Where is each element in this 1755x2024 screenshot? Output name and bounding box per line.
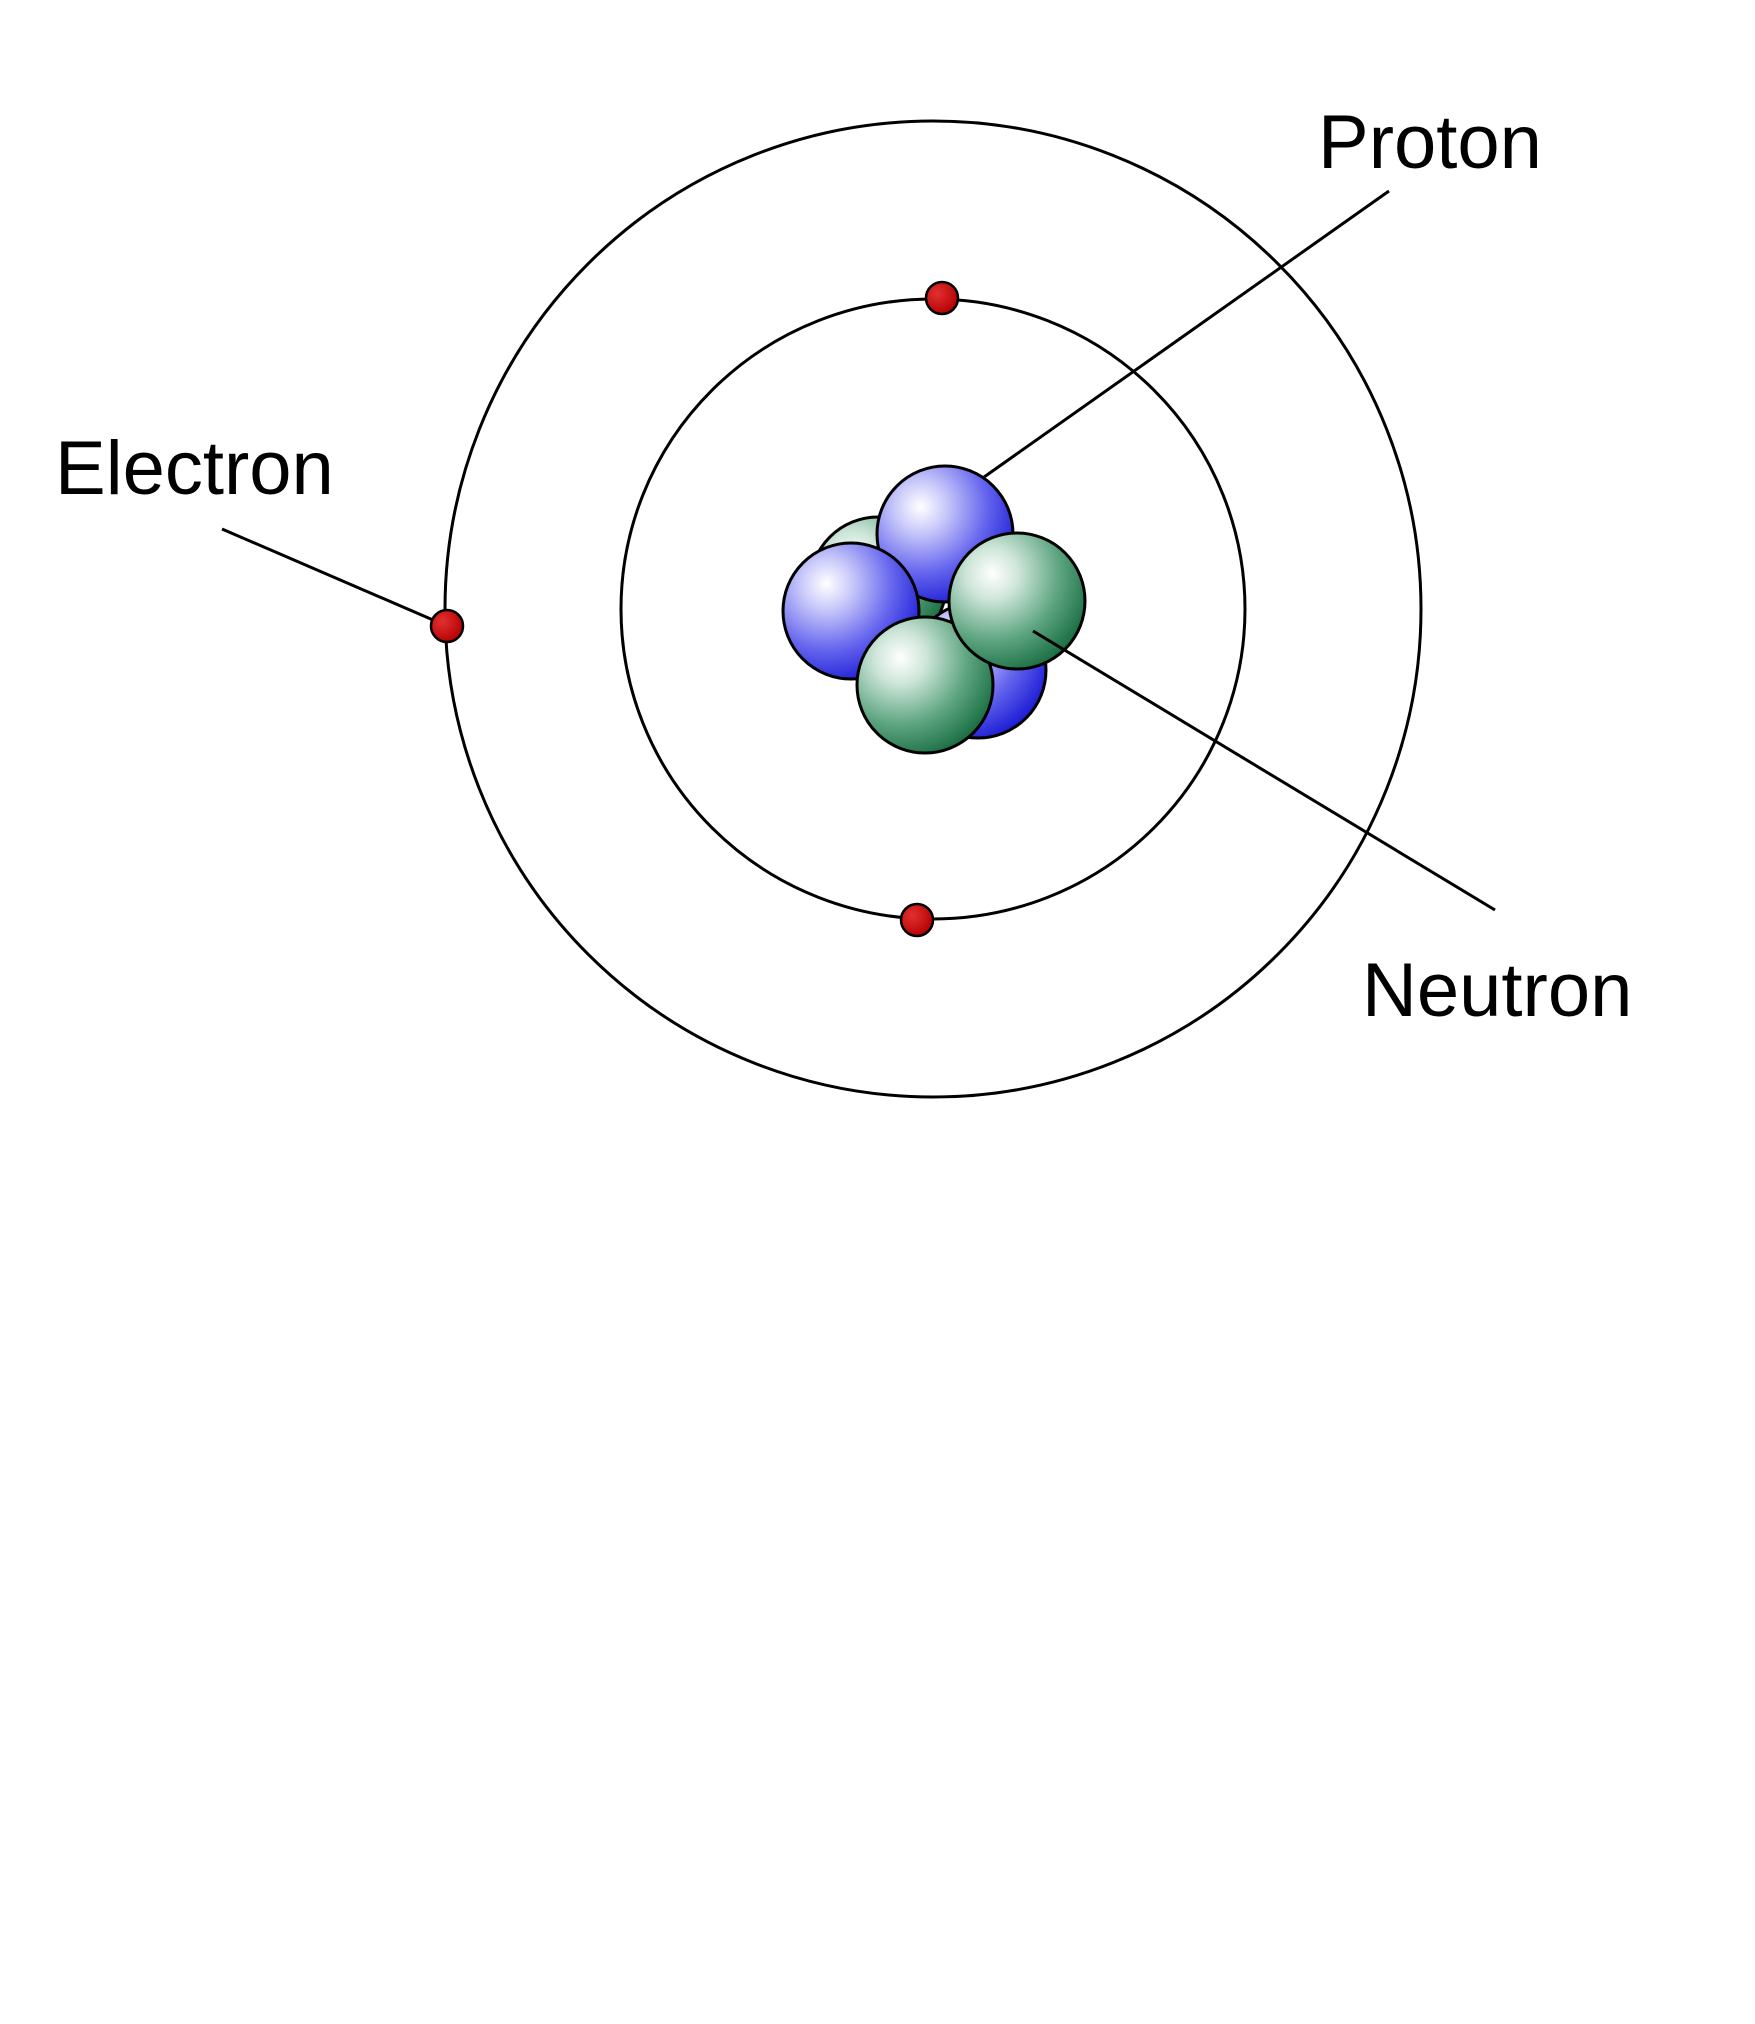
electron-leader-line — [221, 527, 448, 628]
proton-leader-line — [942, 189, 1390, 508]
neutron-bottom — [855, 615, 995, 755]
electron-label: Electron — [55, 426, 334, 511]
electron-inner-bottom — [899, 902, 935, 938]
neutron-label: Neutron — [1362, 948, 1632, 1033]
electron-inner-top — [924, 280, 960, 316]
electron-outer-left — [429, 608, 465, 644]
neutron-leader-line — [1032, 629, 1496, 912]
proton-label: Proton — [1318, 100, 1542, 185]
neutron-right — [947, 531, 1087, 671]
nucleus — [781, 464, 1087, 755]
